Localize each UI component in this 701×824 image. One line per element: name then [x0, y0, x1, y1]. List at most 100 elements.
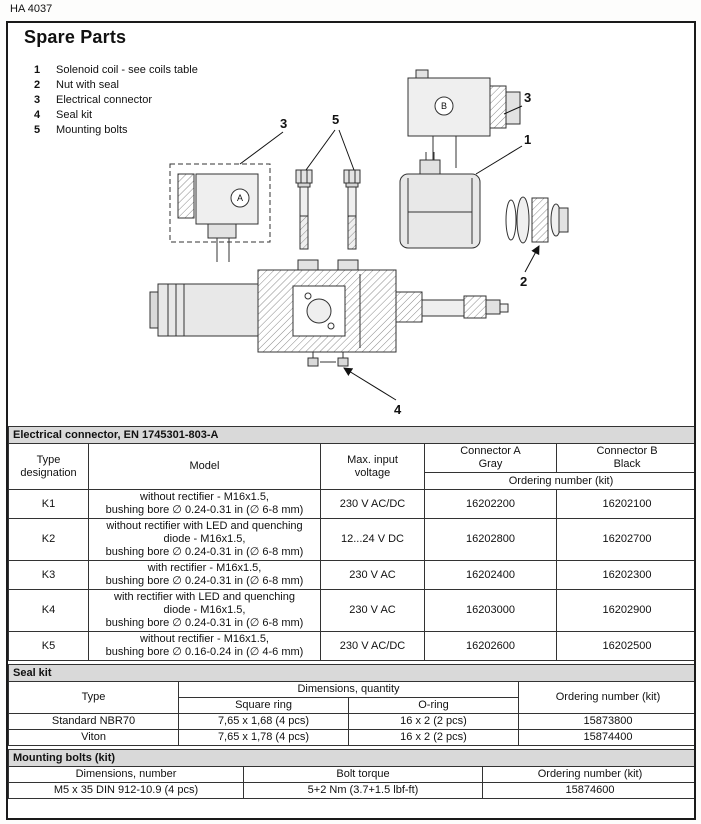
- cell-order-a: 16202200: [424, 489, 557, 519]
- parts-list-item: 1 Solenoid coil - see coils table: [34, 64, 198, 76]
- figure-area: A: [8, 48, 694, 426]
- cell-type: Standard NBR70: [8, 713, 179, 730]
- section-title: Seal kit: [8, 664, 694, 682]
- cell-type: K1: [8, 489, 89, 519]
- col-header-dimensions: Dimensions, number: [8, 766, 244, 783]
- cell-o-ring: 16 x 2 (2 pcs): [348, 713, 519, 730]
- cell-order-a: 16202800: [424, 518, 557, 561]
- electrical-connector-table: Electrical connector, EN 1745301-803-A T…: [8, 426, 694, 661]
- cell-square-ring: 7,65 x 1,68 (4 pcs): [178, 713, 349, 730]
- table-row: Standard NBR70 7,65 x 1,68 (4 pcs) 16 x …: [8, 713, 694, 730]
- part-label: Solenoid coil - see coils table: [56, 64, 198, 76]
- nut-with-seal: [505, 196, 569, 244]
- mounting-bolts-table: Mounting bolts (kit) Dimensions, number …: [8, 749, 694, 799]
- connector-a-label: A: [237, 193, 243, 203]
- col-header-ordering: Ordering number (kit): [482, 766, 694, 783]
- header-row: Type Dimensions, quantity Ordering numbe…: [8, 681, 694, 714]
- part-number: 4: [34, 109, 41, 121]
- part-label: Seal kit: [56, 109, 93, 121]
- col-header-o-ring: O-ring: [348, 697, 519, 714]
- part-number: 3: [34, 94, 41, 106]
- cell-voltage: 12...24 V DC: [320, 518, 425, 561]
- page-title: Spare Parts: [24, 27, 127, 47]
- table-section-bar: Seal kit: [8, 664, 694, 682]
- cell-type: K5: [8, 631, 89, 661]
- col-header-dimensions: Dimensions, quantity: [178, 681, 519, 698]
- cell-square-ring: 7,65 x 1,78 (4 pcs): [178, 729, 349, 746]
- cell-ordering: 15874600: [482, 782, 694, 799]
- cell-model: without rectifier - M16x1.5, bushing bor…: [88, 631, 321, 661]
- col-header-voltage: Max. input voltage: [320, 443, 425, 490]
- col-header-ordering: Ordering number (kit): [423, 472, 694, 490]
- callout-3-right: 3: [524, 90, 531, 105]
- mounting-bolt-left: [295, 169, 313, 250]
- cell-order-b: 16202700: [555, 518, 694, 561]
- col-header-connector-b: Connector B Black: [555, 443, 694, 473]
- electrical-connector-b: [407, 69, 521, 168]
- cell-type: K3: [8, 560, 89, 590]
- cell-model: without rectifier with LED and quenching…: [88, 518, 321, 561]
- table-row: K3 with rectifier - M16x1.5, bushing bor…: [8, 560, 694, 590]
- seal-kit-parts: [307, 352, 349, 367]
- cell-torque: 5+2 Nm (3.7+1.5 lbf-ft): [243, 782, 483, 799]
- callout-5: 5: [332, 112, 339, 127]
- cell-type: K4: [8, 589, 89, 632]
- cell-dimensions: M5 x 35 DIN 912-10.9 (4 pcs): [8, 782, 244, 799]
- table-section-bar: Electrical connector, EN 1745301-803-A: [8, 426, 694, 444]
- table-section-bar: Mounting bolts (kit): [8, 749, 694, 767]
- table-row: K1 without rectifier - M16x1.5, bushing …: [8, 489, 694, 519]
- parts-list-item: 4 Seal kit: [34, 109, 198, 121]
- cell-type: Viton: [8, 729, 179, 746]
- table-row: K2 without rectifier with LED and quench…: [8, 518, 694, 561]
- cell-voltage: 230 V AC/DC: [320, 489, 425, 519]
- callout-3-left: 3: [280, 116, 287, 131]
- cell-order-a: 16203000: [424, 589, 557, 632]
- parts-list: 1 Solenoid coil - see coils table 2 Nut …: [34, 64, 198, 139]
- cell-order-b: 16202500: [555, 631, 694, 661]
- header-row: Type designation Model Max. input voltag…: [8, 443, 694, 490]
- cell-ordering: 15874400: [517, 729, 694, 746]
- part-label: Electrical connector: [56, 94, 152, 106]
- connector-b-label: B: [441, 101, 447, 111]
- mounting-bolt-right: [343, 169, 361, 250]
- seal-kit-table: Seal kit Type Dimensions, quantity Order…: [8, 664, 694, 746]
- part-label: Mounting bolts: [56, 124, 128, 136]
- cell-order-a: 16202400: [424, 560, 557, 590]
- cell-type: K2: [8, 518, 89, 561]
- col-header-type: Type designation: [8, 443, 89, 490]
- parts-list-item: 5 Mounting bolts: [34, 124, 198, 136]
- table-row: K4 with rectifier with LED and quenching…: [8, 589, 694, 632]
- cell-voltage: 230 V AC/DC: [320, 631, 425, 661]
- parts-list-item: 2 Nut with seal: [34, 79, 198, 91]
- parts-list-item: 3 Electrical connector: [34, 94, 198, 106]
- col-header-connector-a: Connector A Gray: [424, 443, 557, 473]
- cell-model: without rectifier - M16x1.5, bushing bor…: [88, 489, 321, 519]
- col-header-torque: Bolt torque: [243, 766, 483, 783]
- doc-code: HA 4037: [10, 3, 53, 15]
- part-number: 1: [34, 64, 41, 76]
- parts-diagram: A: [149, 69, 569, 417]
- table-row: M5 x 35 DIN 912-10.9 (4 pcs) 5+2 Nm (3.7…: [8, 782, 694, 799]
- callout-4: 4: [394, 402, 402, 417]
- table-row: K5 without rectifier - M16x1.5, bushing …: [8, 631, 694, 661]
- col-header-square-ring: Square ring: [178, 697, 349, 714]
- col-header-type: Type: [8, 681, 179, 714]
- part-label: Nut with seal: [56, 79, 119, 91]
- cell-order-b: 16202900: [555, 589, 694, 632]
- page-frame: Spare Parts A: [6, 21, 696, 820]
- cell-model: with rectifier with LED and quenching di…: [88, 589, 321, 632]
- cell-o-ring: 16 x 2 (2 pcs): [348, 729, 519, 746]
- cell-order-b: 16202100: [555, 489, 694, 519]
- valve-body-assembly: [149, 259, 509, 353]
- col-header-ordering: Ordering number (kit): [517, 681, 694, 714]
- callout-2: 2: [520, 274, 527, 289]
- cell-model: with rectifier - M16x1.5, bushing bore ∅…: [88, 560, 321, 590]
- section-title: Mounting bolts (kit): [8, 749, 694, 767]
- electrical-connector-a: [169, 163, 271, 262]
- callout-leaders: [239, 105, 540, 401]
- solenoid-coil: [399, 152, 481, 249]
- col-header-model: Model: [88, 443, 321, 490]
- callout-1: 1: [524, 132, 531, 147]
- part-number: 2: [34, 79, 41, 91]
- cell-voltage: 230 V AC: [320, 560, 425, 590]
